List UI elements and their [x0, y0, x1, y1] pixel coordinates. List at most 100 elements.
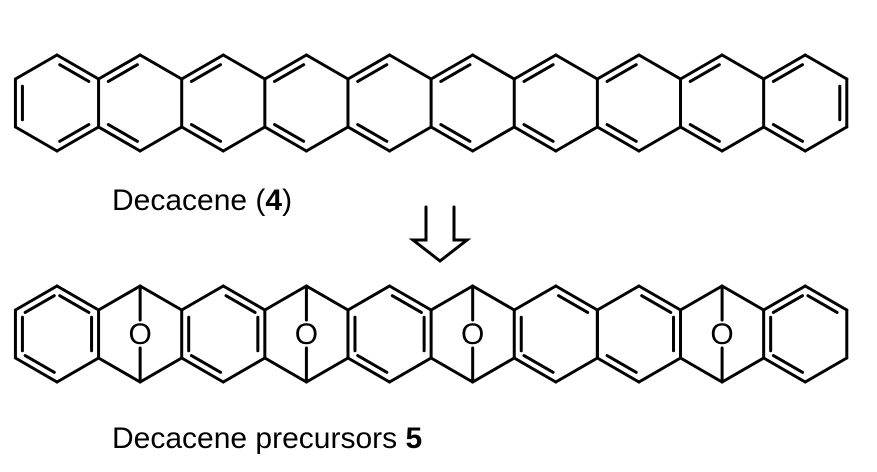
retrosynthetic-arrow	[408, 205, 472, 263]
double-bond-line	[58, 123, 91, 143]
ring-bond	[346, 53, 392, 81]
ring-bond	[138, 284, 184, 312]
double-bond-line	[106, 123, 139, 143]
ring-bond	[138, 53, 184, 81]
double-bond-line	[557, 294, 590, 314]
ring-bond	[346, 125, 392, 153]
ring-bond	[304, 125, 350, 153]
ring-bond	[720, 53, 766, 81]
ring-bond	[263, 125, 308, 153]
ring-bond	[346, 356, 392, 384]
decacene-label-close: )	[282, 184, 293, 217]
ring-bond	[595, 284, 641, 312]
double-bond-line	[771, 354, 804, 374]
double-bond-line	[58, 294, 91, 314]
ring-bond	[471, 125, 516, 153]
double-bond-line	[771, 123, 804, 143]
ring-bond	[263, 53, 308, 81]
double-bond-line	[688, 123, 721, 143]
ring-bond	[720, 284, 766, 312]
double-bond-line	[806, 294, 839, 314]
double-bond-line	[522, 123, 555, 143]
oxygen-atom-label: O	[710, 318, 733, 351]
compound-number-5: 5	[405, 422, 423, 455]
ring-bond	[637, 284, 683, 312]
double-bond-line	[23, 294, 56, 314]
double-bond-line	[439, 123, 472, 143]
ring-bond	[637, 356, 683, 384]
double-bond-line	[189, 123, 223, 143]
precursor-label: Decacene precursors 5	[112, 424, 422, 454]
ring-bond	[304, 53, 350, 81]
ring-bond	[595, 125, 641, 153]
ring-bond	[138, 125, 184, 153]
ring-bond	[554, 125, 599, 153]
double-bond-line	[273, 63, 306, 83]
ring-bond	[346, 284, 392, 312]
oxygen-atom-label: O	[128, 318, 151, 351]
double-bond-line	[771, 63, 804, 83]
ring-bond	[471, 53, 516, 81]
ring-bond	[13, 284, 59, 312]
ring-bond	[388, 356, 433, 384]
double-bond-line	[640, 294, 673, 314]
decacene-label: Decacene (4)	[112, 186, 292, 216]
ring-bond	[180, 125, 225, 153]
ring-bond	[97, 53, 142, 81]
double-bond-line	[189, 63, 223, 83]
double-bond-line	[356, 63, 389, 83]
ring-bond	[55, 284, 101, 312]
ring-bond	[429, 284, 475, 312]
ring-bond	[221, 125, 267, 153]
double-bond-line	[688, 63, 721, 83]
double-bond-line	[106, 63, 139, 83]
ring-bond	[554, 284, 599, 312]
ring-bond	[720, 356, 766, 384]
double-bond-line	[439, 63, 472, 83]
double-bond-line	[605, 63, 638, 83]
ring-bond	[595, 53, 641, 81]
decacene-name: Decacene (	[112, 184, 266, 217]
double-bond-line	[522, 63, 555, 83]
double-bond-line	[58, 63, 91, 83]
ring-bond	[97, 125, 142, 153]
precursor-name: Decacene precursors	[112, 422, 406, 455]
ring-bond	[429, 125, 475, 153]
ring-bond	[13, 356, 59, 384]
ring-bond	[388, 125, 433, 153]
ring-bond	[720, 125, 766, 153]
double-bond-line	[23, 354, 56, 374]
ring-bond	[679, 53, 724, 81]
ring-bond	[221, 356, 267, 384]
ring-bond	[180, 356, 225, 384]
ring-bond	[97, 356, 142, 384]
ring-bond	[13, 125, 59, 153]
ring-bond	[512, 125, 558, 153]
ring-bond	[637, 125, 683, 153]
ring-bond	[679, 125, 724, 153]
ring-bond	[679, 356, 724, 384]
ring-bond	[803, 53, 849, 81]
double-bond-line	[273, 123, 306, 143]
ring-bond	[55, 125, 101, 153]
ring-bond	[97, 284, 142, 312]
ring-bond	[138, 356, 184, 384]
ring-bond	[388, 284, 433, 312]
ring-bond	[512, 284, 558, 312]
ring-bond	[803, 284, 849, 312]
ring-bond	[55, 53, 101, 81]
ring-bond	[762, 53, 807, 81]
ring-bond	[762, 284, 807, 312]
oxygen-atom-label: O	[461, 318, 484, 351]
ring-bond	[13, 53, 59, 81]
ring-bond	[512, 356, 558, 384]
ring-bond	[471, 284, 516, 312]
double-bond-line	[390, 294, 423, 314]
ring-bond	[471, 356, 516, 384]
ring-bond	[637, 53, 683, 81]
double-bond-line	[189, 354, 223, 374]
ring-bond	[554, 53, 599, 81]
ring-bond	[263, 356, 308, 384]
ring-bond	[595, 356, 641, 384]
double-bond-line	[605, 123, 638, 143]
